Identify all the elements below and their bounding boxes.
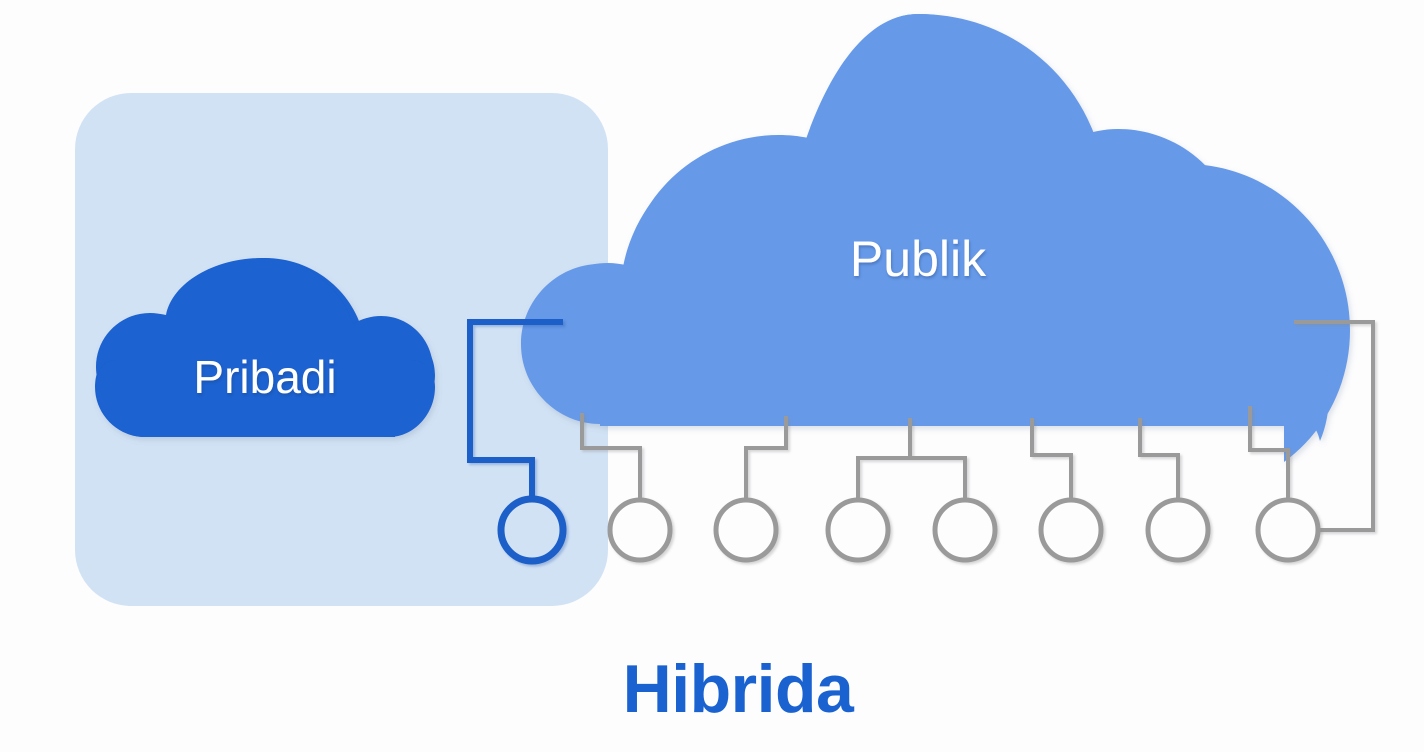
private-cloud-shape [95,258,435,437]
private-node-connector [467,319,563,501]
diagram-title: Hibrida [623,651,855,727]
node-public-5 [1038,497,1104,563]
node-private-1 [497,495,567,565]
public-node-connectors [580,320,1375,532]
connector-public-1 [580,413,642,498]
connector-public-6 [1138,418,1180,498]
node-public-3 [825,497,891,563]
public-node-circles [607,497,1321,563]
connector-public-3-4 [856,418,967,498]
connector-public-5 [1030,418,1073,498]
public-cloud-label: Publik [850,231,987,287]
connector-public-7 [1248,406,1290,498]
public-cloud-shape [521,14,1350,462]
node-public-1 [607,497,673,563]
node-public-7 [1255,497,1321,563]
connector-public-2 [744,416,788,498]
connector-public-far-right [1294,320,1375,532]
node-public-2 [713,497,779,563]
private-cloud-label: Pribadi [193,351,336,403]
node-public-6 [1145,497,1211,563]
node-public-4 [932,497,998,563]
